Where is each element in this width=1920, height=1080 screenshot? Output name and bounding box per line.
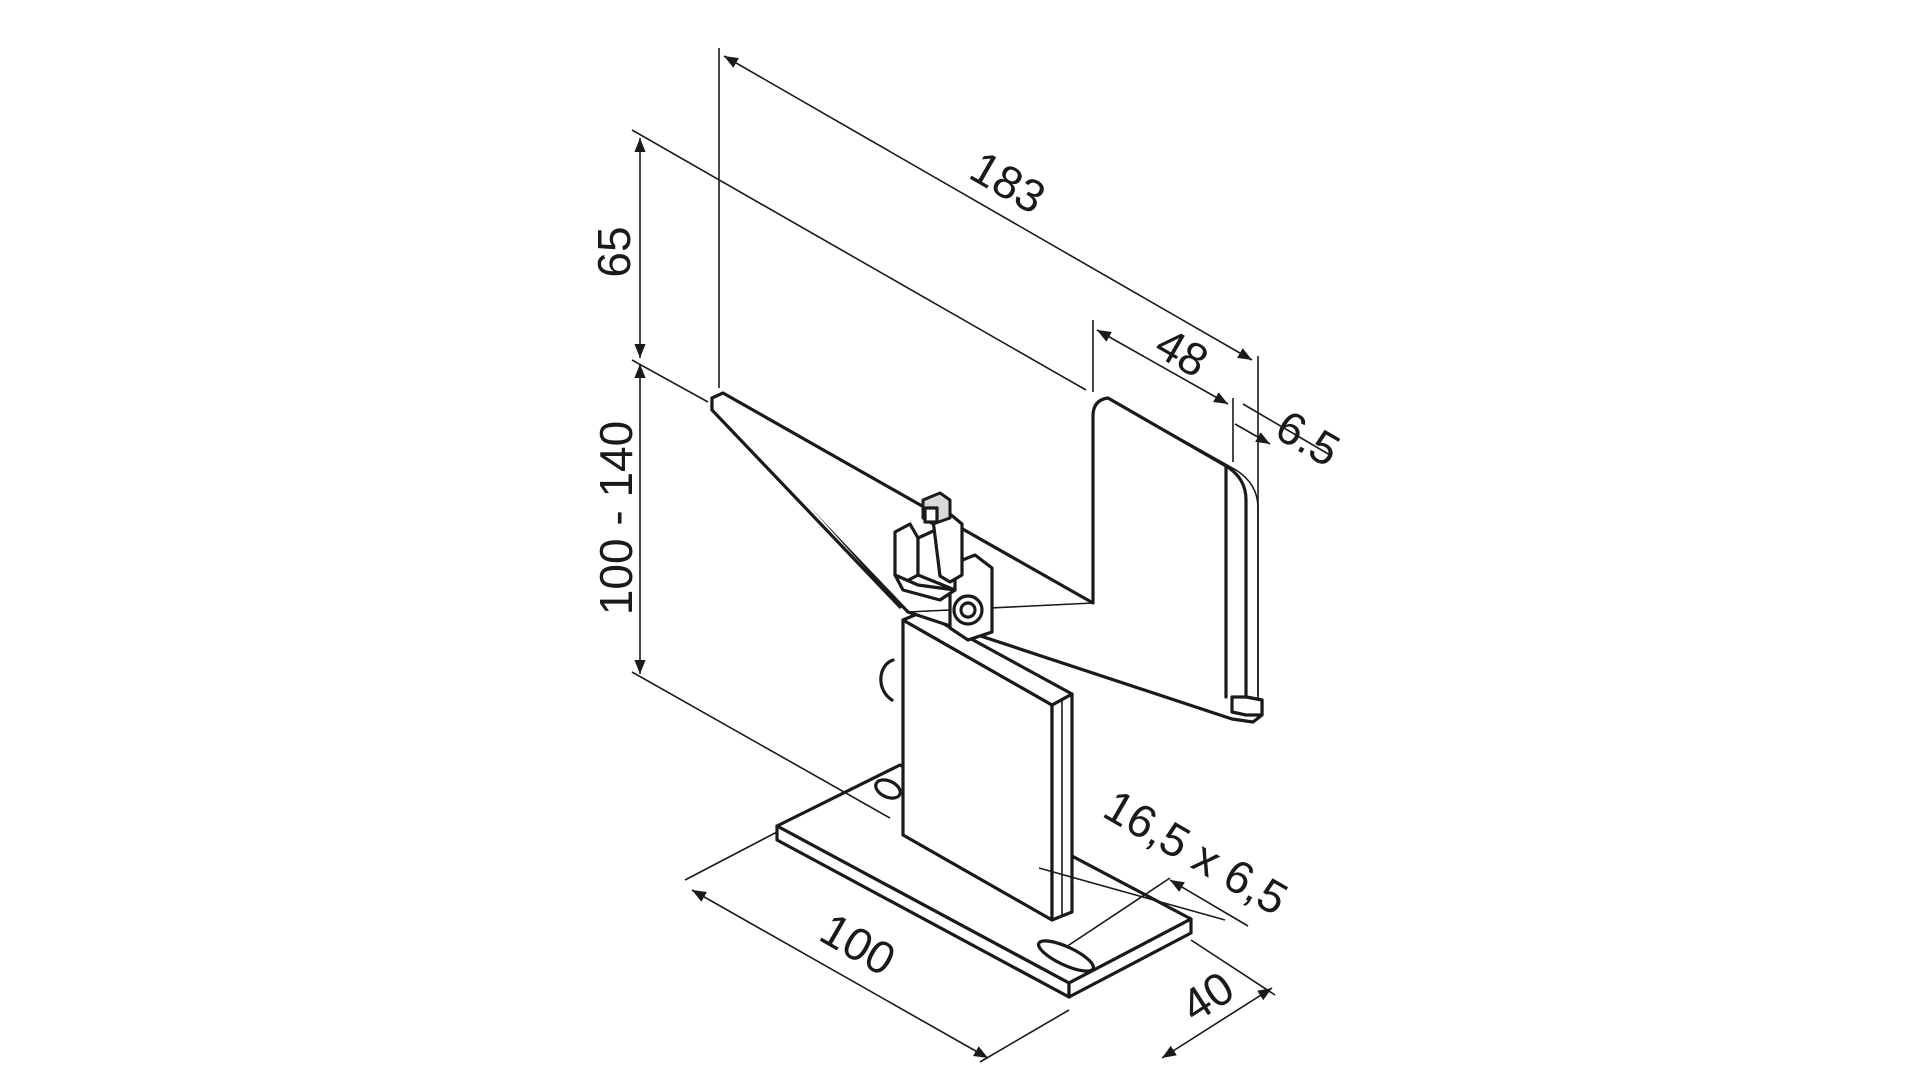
- dim-line-48: [1096, 329, 1229, 405]
- dim-label-65: 65: [588, 226, 640, 277]
- slot-hole-rear: [874, 778, 902, 800]
- dim-line-100: [691, 889, 989, 1059]
- slot-hole-front: [1036, 939, 1096, 973]
- bracket: [710, 391, 1264, 724]
- dimension-lines: [634, 55, 1273, 1059]
- dim-label-48: 48: [1147, 317, 1217, 388]
- vertical-post: [879, 610, 1074, 922]
- dim-label-100-140: 100 - 140: [590, 421, 642, 615]
- dim-line-183: [723, 55, 1253, 361]
- dim-label-6-5: 6.5: [1267, 400, 1348, 477]
- dim-label-183: 183: [962, 140, 1054, 223]
- dim-line-slot: [1169, 879, 1249, 927]
- dim-line-40: [1161, 987, 1273, 1059]
- dim-label-100: 100: [812, 902, 904, 985]
- clamp-assembly: [893, 491, 994, 642]
- dim-line-6-5: [1234, 423, 1271, 445]
- dim-label-40: 40: [1172, 961, 1243, 1032]
